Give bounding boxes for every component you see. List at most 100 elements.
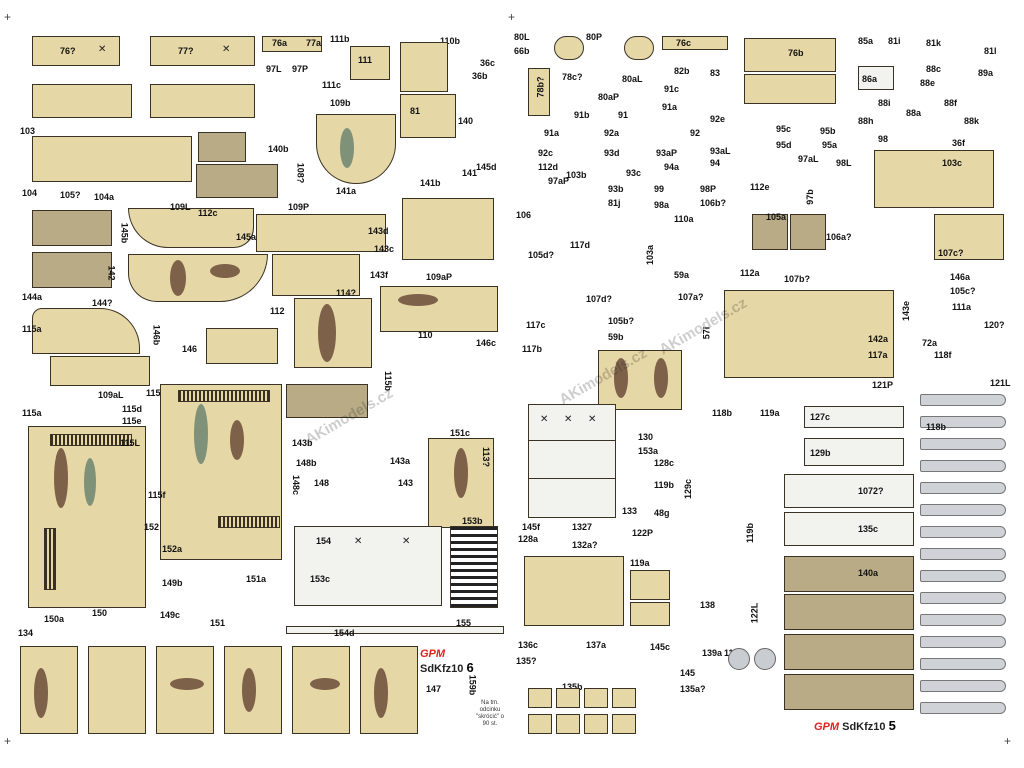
part-label: 97L [266,64,282,74]
part-label: 112a [740,268,760,278]
part-crate-lid [528,440,616,480]
part-label: 89a [978,68,994,78]
part-label: 88f [944,98,958,108]
part-label: 1072? [858,486,884,496]
part-label: 117b [522,344,543,354]
part-label: 143b [292,438,313,448]
part-label: 115P [146,388,167,398]
part-label: 145a [236,232,257,242]
registration-mark: + [4,10,12,24]
part-label: 119b [745,522,756,544]
part-label: 88i [878,98,891,108]
part-label: 109aL [98,390,124,400]
part-label: 112c [198,208,218,218]
part-label: 119a [760,408,780,418]
part-panel [150,36,255,66]
part-panel [524,556,624,626]
part-label: 107d? [586,294,613,304]
part-label: 106b? [700,198,727,208]
part-label: 77a [306,38,322,48]
part-label: 149c [160,610,181,620]
part-box [612,688,636,708]
part-label: 112e [750,182,770,192]
part-panel [528,68,550,116]
part-rifle [920,394,1006,406]
part-label: 80P [586,32,603,42]
part-label: 115L [120,438,141,448]
part-label: 97P [292,64,309,74]
part-label: 141b [420,178,441,188]
part-decal [858,66,894,90]
part-rack [450,526,498,608]
part-label: 76a [272,38,288,48]
part-label: 130 [638,432,654,442]
part-label: 140 [458,116,474,126]
part-jerrycan [156,646,214,734]
part-label: 92a [604,128,620,138]
part-label: 88e [920,78,936,88]
part-label: 91a [544,128,560,138]
part-panel [196,164,278,198]
part-panel-camo [380,286,498,332]
part-label: 111c [322,80,342,90]
part-panel [400,42,448,92]
part-label: 105b? [608,316,635,326]
part-label: 136c [518,640,539,650]
page-number: 6 [466,660,474,675]
part-label: 148b [296,458,317,468]
part-strip [286,626,504,634]
part-panel [744,38,836,72]
part-label: 145b [119,222,130,244]
part-label: 94a [664,162,680,172]
part-panel [150,84,255,118]
part-label: 81l [984,46,997,56]
part-grid [784,556,914,592]
part-label: 97aL [798,154,819,164]
part-rifle [920,438,1006,450]
cut-mark-icon: ✕ [588,414,597,425]
part-label: 109L [170,202,191,212]
part-label: 137a [586,640,607,650]
part-rifle [920,570,1006,582]
part-panel [804,438,904,466]
part-label: 135a? [680,684,706,694]
part-label: 122L [749,602,760,624]
part-label: 150 [92,608,108,618]
part-label: 98P [700,184,717,194]
part-rifle [920,526,1006,538]
part-grill [44,528,56,590]
part-label: 117a [868,350,888,360]
part-box [556,688,580,708]
part-panel-103 [32,136,192,182]
part-label: 152 [144,522,160,532]
part-strip [662,36,728,50]
part-label: 140a [858,568,879,578]
part-label: 78c? [562,72,583,82]
camo-pattern [242,668,256,712]
part-label: 91b [574,110,590,120]
part-panel [32,252,112,288]
part-label: 141a [336,186,357,196]
part-crate-lid [528,478,616,518]
sheet-title: GPM SdKfz10 6 [420,648,474,675]
part-jerrycan [88,646,146,734]
part-label: 132a? [572,540,598,550]
part-grill [50,434,132,446]
part-rifle [920,482,1006,494]
left-sheet: + 76? ✕ 77? ✕ 76a 77a 111b 110b 111 36b … [4,10,510,748]
part-label: 95d [776,140,792,150]
part-label: 76? [60,46,76,56]
camo-pattern [170,678,204,690]
part-label: 120? [984,320,1005,330]
part-hull-side [160,384,282,560]
part-label: 146a [950,272,971,282]
camo-pattern [34,668,48,718]
part-label: 91 [618,110,629,120]
part-label: 140b [268,144,289,154]
part-label: 59a [674,270,690,280]
part-label: 143a [390,456,411,466]
part-label: 88h [858,116,874,126]
part-label: 97b [804,189,815,205]
part-label: 91a [662,102,678,112]
assembly-note: Na tm. odcinku "skrócić" o 90 st. [476,700,504,727]
